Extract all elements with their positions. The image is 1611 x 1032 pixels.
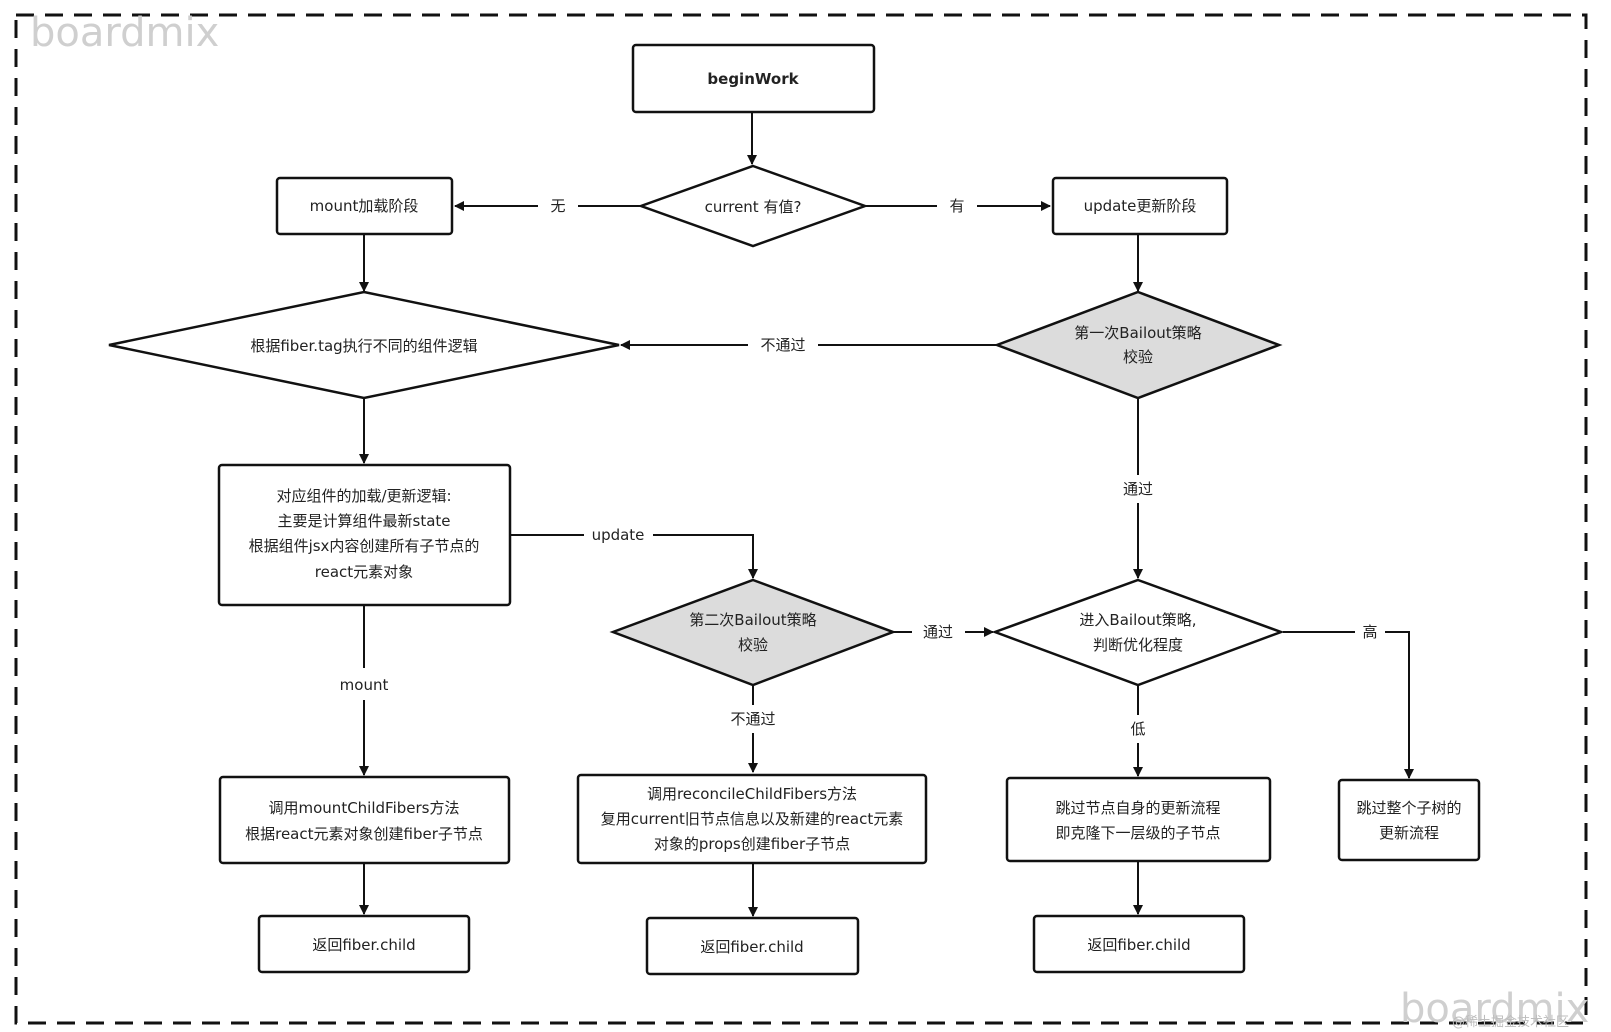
- node-component-logic-label-1: 对应组件的加载/更新逻辑:: [276, 487, 451, 505]
- edge-label-second-bailout-pass: 通过: [923, 623, 953, 641]
- edge-label-mount: mount: [340, 676, 389, 694]
- node-begin-work: beginWork: [631, 43, 876, 114]
- edge-logic-update-b: [653, 534, 758, 579]
- node-first-bailout-label-2: 校验: [1123, 348, 1153, 366]
- node-skip-node-update-label-1: 跳过节点自身的更新流程: [1055, 799, 1220, 817]
- edge-label-optimization-low: 低: [1130, 720, 1145, 738]
- node-reconcile-child-fibers-label-2: 复用current旧节点信息以及新建的react元素: [601, 810, 904, 828]
- node-skip-subtree-update-label-2: 更新流程: [1379, 824, 1439, 842]
- edges: [359, 113, 1414, 917]
- edge-label-first-bailout-fail: 不通过: [760, 336, 805, 354]
- edge-label-current-no: 无: [550, 197, 565, 215]
- node-mount-child-fibers: 调用mountChildFibers方法 根据react元素对象创建fiber子…: [218, 775, 511, 865]
- edge-labels: 无 有 不通过 通过 update mount 通过 不通过 高 低: [340, 197, 1378, 738]
- edge-optimization-high-b: [1385, 631, 1414, 779]
- node-mount-phase-label: mount加载阶段: [310, 197, 419, 215]
- node-return-child-2-label: 返回fiber.child: [700, 938, 803, 956]
- node-skip-node-update-label-2: 即克隆下一层级的子节点: [1055, 824, 1220, 842]
- source-watermark: @稀土掘金技术社区: [1452, 1014, 1569, 1030]
- node-update-phase: update更新阶段: [1051, 176, 1229, 236]
- node-enter-bailout-label-2: 判断优化程度: [1093, 636, 1183, 654]
- node-return-child-1: 返回fiber.child: [257, 914, 471, 974]
- edge-label-second-bailout-fail: 不通过: [730, 710, 775, 728]
- watermark-top-left: boardmix: [30, 10, 219, 56]
- edge-label-first-bailout-pass: 通过: [1123, 480, 1153, 498]
- node-return-child-3: 返回fiber.child: [1032, 914, 1246, 974]
- node-first-bailout-label-1: 第一次Bailout策略: [1074, 324, 1201, 342]
- node-second-bailout: 第二次Bailout策略 校验: [609, 578, 897, 687]
- edge-label-optimization-high: 高: [1362, 623, 1377, 641]
- node-component-logic-label-4: react元素对象: [315, 563, 413, 581]
- node-component-logic-label-3: 根据组件jsx内容创建所有子节点的: [249, 537, 480, 555]
- node-fiber-tag-logic: 根据fiber.tag执行不同的组件逻辑: [108, 290, 620, 400]
- node-mount-phase: mount加载阶段: [275, 176, 454, 236]
- node-skip-node-update: 跳过节点自身的更新流程 即克隆下一层级的子节点: [1005, 776, 1272, 863]
- edge-label-update: update: [592, 526, 645, 544]
- node-update-phase-label: update更新阶段: [1084, 197, 1197, 215]
- node-fiber-tag-logic-label: 根据fiber.tag执行不同的组件逻辑: [250, 337, 477, 355]
- node-enter-bailout-label-1: 进入Bailout策略,: [1079, 611, 1196, 629]
- node-second-bailout-label-1: 第二次Bailout策略: [689, 611, 816, 629]
- node-return-child-3-label: 返回fiber.child: [1087, 936, 1190, 954]
- node-mount-child-fibers-label-1: 调用mountChildFibers方法: [269, 799, 460, 817]
- node-return-child-1-label: 返回fiber.child: [312, 936, 415, 954]
- node-reconcile-child-fibers-label-3: 对象的props创建fiber子节点: [654, 835, 850, 853]
- watermark-bottom-right: boardmix: [1400, 986, 1589, 1032]
- node-mount-child-fibers-label-2: 根据react元素对象创建fiber子节点: [245, 825, 483, 843]
- node-enter-bailout: 进入Bailout策略, 判断优化程度: [991, 578, 1285, 687]
- node-begin-work-label: beginWork: [707, 70, 799, 88]
- node-skip-subtree-update: 跳过整个子树的 更新流程: [1337, 778, 1481, 862]
- node-component-logic: 对应组件的加载/更新逻辑: 主要是计算组件最新state 根据组件jsx内容创建…: [217, 463, 512, 607]
- node-return-child-2: 返回fiber.child: [645, 916, 860, 976]
- node-first-bailout: 第一次Bailout策略 校验: [993, 290, 1283, 400]
- node-current-check: current 有值?: [637, 164, 869, 248]
- dashed-frame: [14, 13, 1588, 1025]
- node-component-logic-label-2: 主要是计算组件最新state: [278, 512, 451, 530]
- node-reconcile-child-fibers-label-1: 调用reconcileChildFibers方法: [647, 785, 857, 803]
- node-reconcile-child-fibers: 调用reconcileChildFibers方法 复用current旧节点信息以…: [576, 773, 928, 865]
- edge-label-current-yes: 有: [949, 197, 964, 215]
- node-second-bailout-label-2: 校验: [738, 636, 768, 654]
- node-current-check-label: current 有值?: [705, 198, 802, 216]
- node-skip-subtree-update-label-1: 跳过整个子树的: [1356, 799, 1461, 817]
